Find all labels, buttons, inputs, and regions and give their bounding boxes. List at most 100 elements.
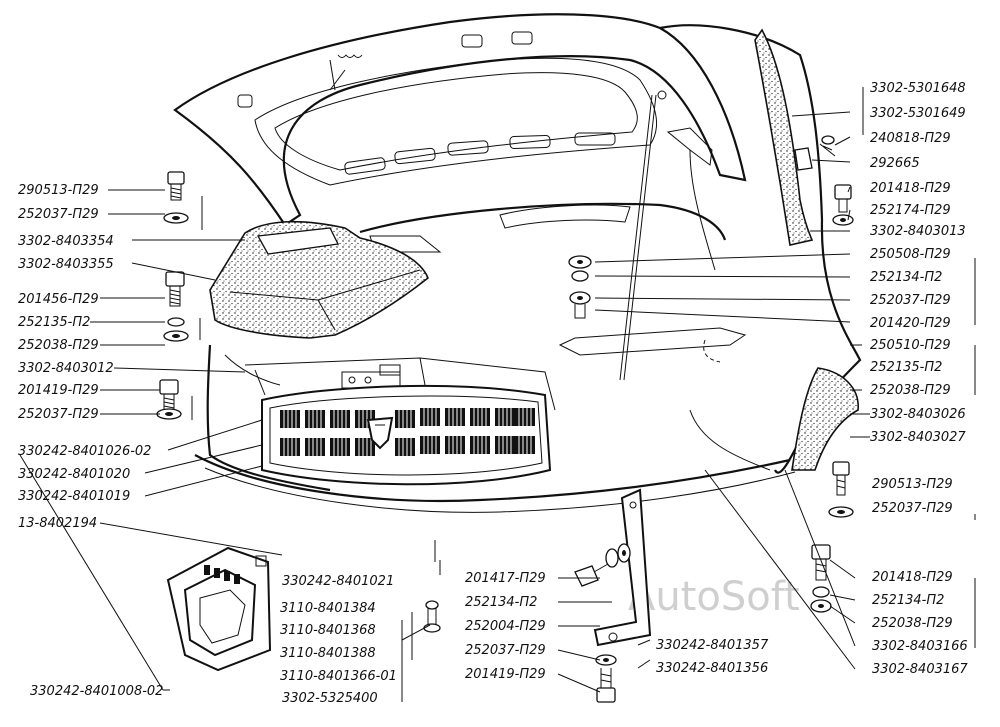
leader-line — [557, 649, 601, 661]
label-252134-right: 252134-П2 — [870, 270, 942, 285]
watermark: AutoSoft — [628, 574, 800, 620]
leader-line — [557, 673, 601, 693]
grille-slot — [515, 408, 535, 426]
leader-line — [637, 659, 651, 669]
label-330242-8401021: 330242-8401021 — [282, 574, 394, 589]
label-330242-8401357: 330242-8401357 — [656, 638, 769, 653]
leader-line — [99, 522, 283, 556]
hood-inner-frame — [254, 57, 658, 186]
bolt-201419-left — [156, 379, 182, 420]
leader-line — [847, 209, 851, 221]
grille-slot — [515, 436, 535, 454]
washer-stack-right — [568, 255, 592, 319]
grille-slot — [470, 436, 490, 454]
leader-line — [594, 253, 851, 263]
battery-tray — [558, 327, 747, 356]
label-201419-mid: 201419-П29 — [465, 667, 546, 682]
label-3302-8403355: 3302-8403355 — [18, 257, 114, 272]
label-3302-8403027: 3302-8403027 — [870, 430, 966, 445]
grille-slot — [495, 408, 515, 426]
leader-line — [144, 465, 263, 497]
bolt-290513-right — [828, 461, 854, 518]
grille-slot — [280, 438, 300, 456]
bolt-201418-top — [832, 184, 854, 226]
leader-line — [791, 111, 851, 117]
label-252038-right: 252038-П29 — [870, 383, 951, 398]
cowl-line — [359, 202, 727, 241]
leader-line — [834, 136, 851, 146]
label-3302-5301649: 3302-5301649 — [870, 106, 966, 121]
license-bracket-330242-8401357 — [593, 488, 652, 647]
leader-line — [401, 624, 431, 641]
label-252037-top: 252037-П29 — [18, 207, 99, 222]
label-201417: 201417-П29 — [465, 571, 546, 586]
label-3110-8401384: 3110-8401384 — [280, 601, 376, 616]
leader-line — [784, 469, 856, 647]
label-201420: 201420-П29 — [870, 316, 951, 331]
hood-panel — [173, 13, 747, 227]
label-240818: 240818-П29 — [870, 131, 951, 146]
leader-line — [167, 419, 263, 451]
label-292665: 292665 — [870, 156, 920, 171]
label-3302-5325400: 3302-5325400 — [282, 691, 378, 706]
leader-line — [811, 159, 851, 163]
bolt-201419-mid — [595, 654, 617, 703]
tow-eye-bracket — [166, 546, 272, 672]
label-252037-left2: 252037-П29 — [18, 407, 99, 422]
hood-hinge-bracket — [666, 127, 713, 166]
leader-line — [637, 639, 651, 646]
label-252038-low: 252038-П29 — [872, 616, 953, 631]
leader-line — [594, 275, 851, 278]
label-201418-low: 201418-П29 — [872, 570, 953, 585]
label-252174: 252174-П29 — [870, 203, 951, 218]
leader-line — [131, 262, 216, 281]
grille-slot — [280, 410, 300, 428]
label-252135-left: 252135-П2 — [18, 315, 90, 330]
grille-slot — [470, 408, 490, 426]
grille-slot — [355, 438, 375, 456]
hood-spring — [329, 54, 363, 91]
leader-line — [829, 559, 856, 579]
label-252135-right: 252135-П2 — [870, 360, 942, 375]
grille-slot — [395, 410, 415, 428]
bolt-290513-top — [163, 171, 189, 224]
radiator-support — [244, 357, 556, 411]
grille-slot — [395, 438, 415, 456]
label-3302-8403166: 3302-8403166 — [872, 639, 968, 654]
leader-line — [594, 297, 851, 301]
grille-slot — [495, 436, 515, 454]
label-330242-8401026-02: 330242-8401026-02 — [18, 444, 151, 459]
label-330242-8401019: 330242-8401019 — [18, 489, 130, 504]
label-252038-left: 252038-П29 — [18, 338, 99, 353]
radiator-grille — [261, 384, 552, 486]
label-3302-8403026: 3302-8403026 — [870, 407, 966, 422]
hood-latch — [341, 364, 401, 389]
fasteners — [156, 135, 854, 703]
label-3110-8401368: 3110-8401368 — [280, 623, 376, 638]
label-252004: 252004-П29 — [465, 619, 546, 634]
screw-240818 — [794, 135, 836, 171]
leader-line — [19, 454, 164, 691]
label-3302-8403013: 3302-8403013 — [870, 224, 966, 239]
callouts: 290513-П29 252037-П29 3302-8403354 3302-… — [18, 81, 968, 706]
label-3302-8403354: 3302-8403354 — [18, 234, 114, 249]
right-body-seal — [754, 28, 814, 246]
left-fender — [206, 344, 331, 492]
grille-slot — [305, 438, 325, 456]
label-201456: 201456-П29 — [18, 292, 99, 307]
vehicle-body — [173, 13, 862, 513]
hood-prop-rod — [619, 94, 653, 381]
label-252134-mid: 252134-П2 — [465, 595, 537, 610]
grille-emblem — [366, 416, 394, 450]
leader-line — [829, 594, 856, 601]
label-13-8402194: 13-8402194 — [18, 516, 97, 531]
label-290513-top: 290513-П29 — [18, 183, 99, 198]
front-bumper — [194, 454, 791, 503]
label-3302-8403167: 3302-8403167 — [872, 662, 968, 677]
leader-line — [594, 309, 851, 323]
leader-lines — [19, 87, 976, 702]
label-330242-8401356: 330242-8401356 — [656, 661, 768, 676]
leader-line — [144, 444, 263, 474]
